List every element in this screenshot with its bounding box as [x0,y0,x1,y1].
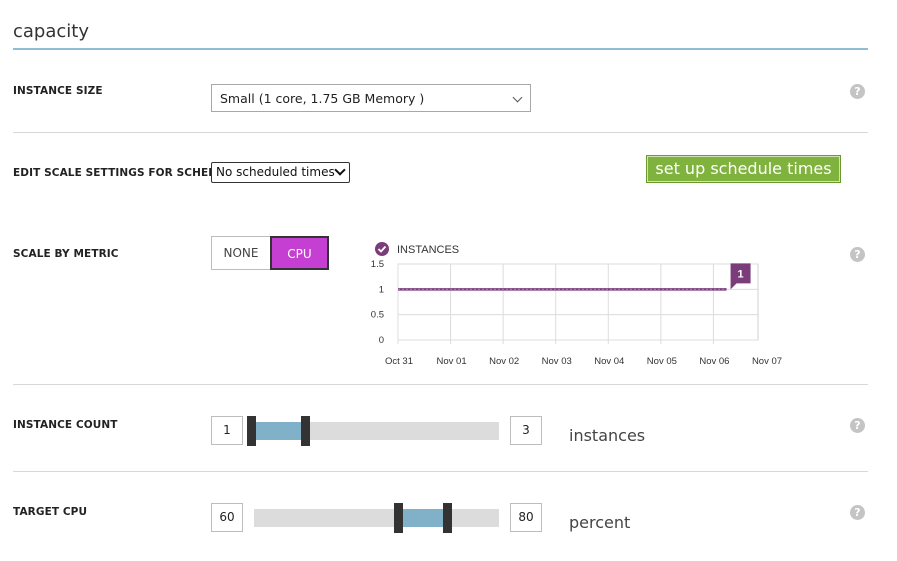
target-cpu-label: TARGET CPU [13,506,88,518]
chevron-down-icon [334,164,346,176]
instance-count-unit: instances [569,426,646,445]
instance-count-min-handle[interactable] [247,416,256,446]
legend-label: INSTANCES [397,244,459,256]
chart-y-ticks: 1.5 1 0.5 0 [371,259,384,346]
y-tick-label: 1 [379,284,384,295]
target-cpu-track[interactable] [254,509,499,527]
target-cpu-range [403,509,444,527]
instance-size-select[interactable]: Small (1 core, 1.75 GB Memory ) [211,84,531,112]
end-value-label: 1 [738,268,744,280]
chart-grid [397,263,759,344]
chart-x-ticks: Oct 31 Nov 01 Nov 02 Nov 03 Nov 04 Nov 05 Nov … [385,356,782,367]
page-title: capacity [13,21,89,42]
target-cpu-max-handle[interactable] [443,503,452,533]
y-tick-label: 0 [379,335,384,346]
scale-metric-none-button[interactable]: NONE [211,236,270,270]
target-cpu-help-icon[interactable]: ? [850,505,865,520]
instance-count-max-input[interactable]: 3 [510,416,542,445]
check-mark [377,245,387,253]
scale-metric-cpu-button[interactable]: CPU [270,236,329,270]
instance-count-label: INSTANCE COUNT [13,419,118,431]
x-tick-label: Nov 01 [437,356,467,367]
instance-count-range [256,422,301,440]
title-underline [13,48,868,50]
instance-count-min-input[interactable]: 1 [211,416,243,445]
instance-count-max-handle[interactable] [301,416,310,446]
target-cpu-min-handle[interactable] [394,503,403,533]
scale-metric-label: SCALE BY METRIC [13,248,119,260]
x-tick-label: Nov 06 [699,356,729,367]
plot-frame [397,263,759,341]
instance-size-help-icon[interactable]: ? [850,84,865,99]
chart-series: 1 [398,263,751,291]
instance-count-track[interactable] [254,422,499,440]
instance-size-value: Small (1 core, 1.75 GB Memory ) [220,91,425,106]
schedule-select[interactable]: No scheduled times [211,162,350,183]
divider [13,384,868,385]
end-value-flag [730,263,751,290]
instance-size-label: INSTANCE SIZE [13,85,103,97]
y-tick-label: 0.5 [371,310,384,321]
schedule-value: No scheduled times [216,165,335,179]
divider [13,471,868,472]
chart-legend[interactable]: INSTANCES [375,242,459,256]
chevron-down-icon [512,92,523,103]
x-tick-label: Oct 31 [385,356,413,367]
schedule-label: EDIT SCALE SETTINGS FOR SCHEDULE [13,167,240,179]
x-tick-label: Nov 05 [647,356,677,367]
target-cpu-unit: percent [569,513,631,532]
setup-schedule-button[interactable]: set up schedule times [646,155,841,183]
y-tick-label: 1.5 [371,259,384,270]
scale-metric-help-icon[interactable]: ? [850,247,865,262]
divider [13,132,868,133]
x-tick-label: Nov 03 [542,356,572,367]
instances-chart: INSTANCES 1.5 1 0.5 0 Oct 31 Nov 01 Nov 02 Nov… [371,242,782,367]
target-cpu-min-input[interactable]: 60 [211,503,243,532]
legend-check-icon[interactable] [375,242,389,256]
instance-count-help-icon[interactable]: ? [850,418,865,433]
x-tick-label: Nov 04 [594,356,624,367]
x-tick-label: Nov 02 [489,356,519,367]
target-cpu-max-input[interactable]: 80 [510,503,542,532]
x-tick-label: Nov 07 [752,356,782,367]
